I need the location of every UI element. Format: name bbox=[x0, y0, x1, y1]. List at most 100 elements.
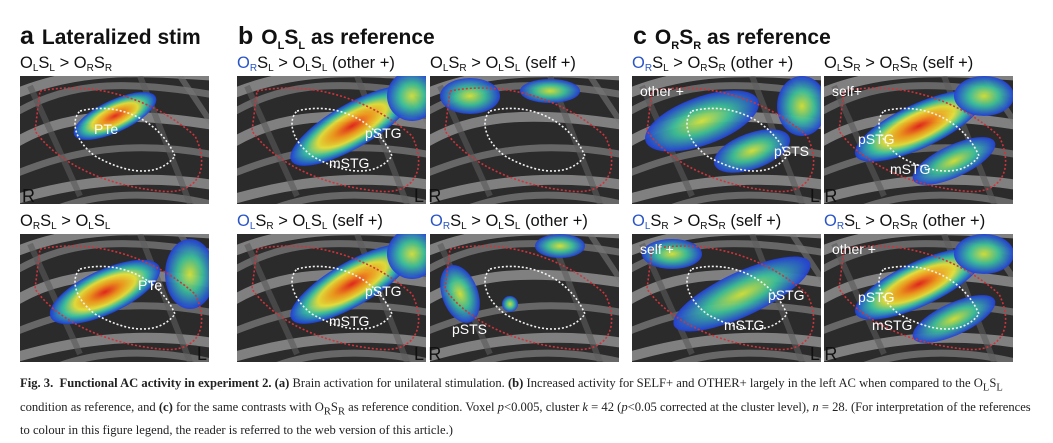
label-part: O bbox=[237, 212, 250, 230]
label-part: S bbox=[899, 54, 911, 72]
label-part: S bbox=[652, 54, 664, 72]
caption-fig: Fig. 3. bbox=[20, 376, 54, 390]
label-part: S bbox=[310, 54, 322, 72]
region-label: pSTG bbox=[365, 283, 402, 299]
region-label: PTe bbox=[94, 121, 118, 137]
contrast-label: ORSL > OLSL bbox=[20, 212, 111, 232]
roi-outline-white bbox=[878, 107, 980, 172]
label-sub: L bbox=[663, 63, 669, 74]
label-part: S bbox=[650, 212, 662, 230]
label-sub: R bbox=[718, 221, 726, 232]
inset-label: other + bbox=[832, 241, 876, 257]
label-part: S bbox=[310, 212, 322, 230]
label-sub: R bbox=[266, 221, 274, 232]
label-sub: R bbox=[892, 63, 900, 74]
label-part: > O bbox=[273, 212, 306, 230]
label-sub: R bbox=[459, 63, 467, 74]
label-part: S bbox=[707, 212, 719, 230]
roi-outline-white bbox=[878, 265, 980, 330]
label-sub: L bbox=[104, 221, 111, 232]
label-sub: R bbox=[910, 221, 918, 232]
label-sub: R bbox=[442, 221, 451, 232]
label-sub: R bbox=[700, 63, 708, 74]
label-sub: L bbox=[855, 221, 861, 232]
caption-text: = 28. (For interpretation of the referen… bbox=[20, 399, 1031, 438]
panel-letter: a bbox=[20, 22, 34, 50]
caption-text: as reference condition. Voxel bbox=[344, 399, 498, 414]
label-part: S bbox=[255, 212, 267, 230]
contrast-label: ORSL > OLSL (other +) bbox=[430, 212, 588, 232]
title-part: O bbox=[261, 26, 278, 49]
inset-label: self+ bbox=[832, 83, 862, 99]
title-part: O bbox=[654, 26, 672, 49]
contrast-label: ORSL > ORSR (other +) bbox=[632, 54, 793, 74]
cortex-texture bbox=[20, 76, 209, 204]
caption-sub: R bbox=[337, 406, 345, 418]
activation bbox=[290, 234, 426, 324]
activation bbox=[854, 234, 1013, 343]
label-part: O bbox=[237, 54, 250, 72]
region-label: mSTG bbox=[724, 317, 764, 333]
label-sub: R bbox=[700, 221, 708, 232]
label-sub: L bbox=[32, 63, 39, 74]
title-part: S bbox=[679, 26, 694, 49]
cortex-texture bbox=[430, 234, 619, 362]
title-part: as reference bbox=[701, 26, 831, 49]
label-part: (other +) bbox=[327, 54, 395, 72]
label-sub: L bbox=[51, 221, 57, 232]
label-part: S bbox=[450, 212, 462, 230]
ac-outline-red bbox=[34, 87, 203, 193]
ac-outline-red bbox=[838, 245, 1007, 351]
inset-label: other + bbox=[640, 83, 684, 99]
label-part: S bbox=[93, 54, 105, 72]
label-sub: L bbox=[514, 221, 521, 232]
label-part: > O bbox=[860, 212, 893, 230]
caption-tag: (a) bbox=[274, 376, 290, 390]
activation bbox=[440, 234, 585, 323]
caption-sub: R bbox=[323, 406, 331, 418]
label-part: (other +) bbox=[917, 212, 986, 230]
activation bbox=[440, 78, 580, 114]
contrast-label: OLSL > ORSR bbox=[20, 54, 113, 74]
activation bbox=[854, 76, 1013, 185]
panel-title: Lateralized stim bbox=[41, 26, 201, 49]
label-part: S bbox=[503, 212, 515, 230]
contrast-label: OLSR > OLSL (self +) bbox=[430, 54, 576, 74]
label-sub: R bbox=[910, 63, 918, 74]
label-sub: L bbox=[498, 221, 504, 232]
region-label: pSTS bbox=[452, 321, 487, 337]
ac-outline-red bbox=[34, 245, 203, 351]
caption-tag: (b) bbox=[507, 376, 524, 390]
label-part: > O bbox=[466, 212, 499, 230]
label-sub: R bbox=[104, 63, 113, 74]
label-sub: L bbox=[442, 63, 449, 74]
region-label: mSTG bbox=[329, 313, 369, 329]
contrast-label: OLSR > ORSR (self +) bbox=[824, 54, 973, 74]
title-sub: R bbox=[671, 40, 680, 53]
panel-letter: c bbox=[633, 22, 647, 50]
roi-outline-white bbox=[686, 265, 788, 330]
label-sub: L bbox=[498, 63, 504, 74]
activation bbox=[49, 239, 209, 325]
caption-text: Increased activity for SELF+ and OTHER+ … bbox=[523, 376, 983, 390]
label-part: O bbox=[632, 212, 645, 230]
caption-text: S bbox=[989, 376, 997, 390]
side-label-lr: L R bbox=[414, 186, 442, 206]
label-sub: R bbox=[892, 221, 900, 232]
label-sub: L bbox=[249, 221, 256, 232]
caption-var: k bbox=[582, 399, 589, 414]
caption-var: p bbox=[621, 399, 628, 414]
caption-text: <0.005, cluster bbox=[503, 399, 583, 414]
brain-map-a-top: PTe bbox=[20, 76, 209, 204]
figure-caption: Fig. 3. Functional AC activity in experi… bbox=[20, 374, 1035, 439]
caption-sub: L bbox=[996, 382, 1003, 394]
label-part: (self +) bbox=[327, 212, 383, 230]
side-label-r: R bbox=[22, 186, 35, 206]
contrast-label: ORSL > ORSR (other +) bbox=[824, 212, 986, 232]
label-sub: L bbox=[49, 63, 55, 74]
ac-outline-red bbox=[838, 87, 1007, 193]
panel-a-header: a Lateralized stim bbox=[20, 22, 201, 51]
label-sub: L bbox=[268, 63, 274, 74]
